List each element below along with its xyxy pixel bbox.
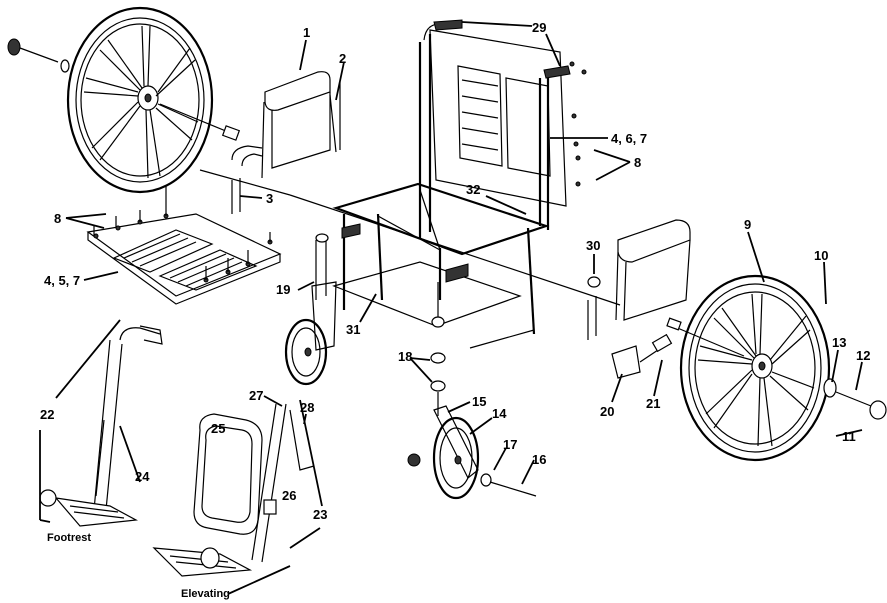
seat-pan	[86, 186, 282, 305]
left-rear-wheel	[66, 6, 214, 194]
label-26: 26	[282, 488, 297, 503]
label-10: 10	[814, 248, 829, 263]
label-32: 32	[466, 182, 481, 197]
main-frame	[199, 169, 621, 349]
label-21: 21	[646, 396, 661, 411]
label-14: 14	[492, 406, 507, 421]
label-31: 31	[346, 322, 361, 337]
label-15: 15	[472, 394, 487, 409]
label-16: 16	[532, 452, 547, 467]
right-caster	[407, 282, 537, 500]
label-2: 2	[339, 51, 347, 66]
label-27: 27	[249, 388, 264, 403]
label-3: 3	[266, 191, 274, 206]
right-rear-wheel	[666, 274, 831, 462]
backrest	[418, 19, 571, 238]
right-axle-hardware	[823, 378, 887, 420]
label-13: 13	[832, 335, 847, 350]
label-20: 20	[600, 404, 615, 419]
label-4-5-7: 4, 5, 7	[44, 273, 81, 288]
label-29: 29	[532, 20, 547, 35]
elevating-legrest	[152, 403, 315, 577]
label-12: 12	[856, 348, 871, 363]
label-25: 25	[211, 421, 226, 436]
label-22: 22	[40, 407, 55, 422]
footrest-assembly	[39, 325, 163, 527]
label-8-right: 8	[634, 155, 642, 170]
screws	[569, 61, 587, 187]
wheel-brake	[611, 333, 673, 379]
leader-lines	[39, 21, 863, 595]
label-4-6-7: 4, 6, 7	[611, 131, 648, 146]
right-armrest	[587, 219, 691, 340]
left-axle-hardware	[7, 38, 241, 141]
label-19: 19	[276, 282, 291, 297]
label-30: 30	[586, 238, 601, 253]
label-24: 24	[135, 469, 150, 484]
label-11: 11	[842, 429, 856, 444]
caption-elevating: Elevating	[181, 588, 230, 600]
label-18: 18	[398, 349, 413, 364]
label-8-left: 8	[54, 211, 62, 226]
label-17: 17	[503, 437, 518, 452]
label-1: 1	[303, 25, 311, 40]
left-caster	[284, 233, 337, 386]
label-28: 28	[300, 400, 315, 415]
label-9: 9	[744, 217, 752, 232]
left-armrest	[231, 71, 341, 214]
label-23: 23	[313, 507, 328, 522]
caption-footrest: Footrest	[47, 532, 91, 544]
